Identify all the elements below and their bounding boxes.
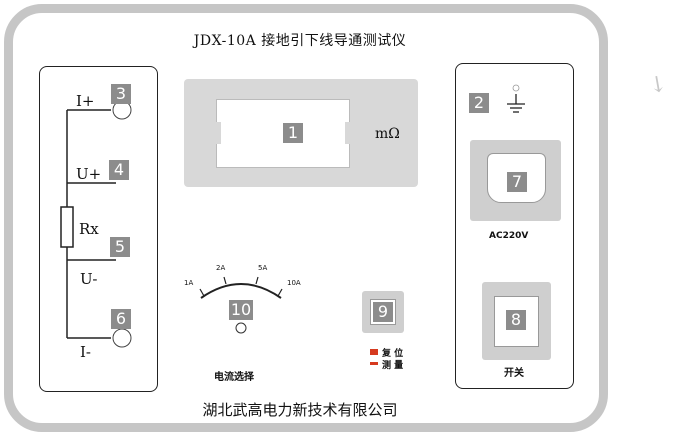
switch-label: 开关: [504, 368, 524, 379]
ground-number: 2: [469, 93, 489, 113]
power-switch[interactable]: 8: [482, 282, 551, 360]
selector-arc: [200, 283, 282, 299]
power-socket-number: 7: [507, 172, 527, 192]
ground-icon: [504, 80, 528, 116]
reset-label: 复 位: [382, 349, 404, 359]
terminal-label-i-minus: I-: [80, 343, 91, 361]
resistor-label: Rx: [79, 220, 99, 238]
current-selector-number[interactable]: 10: [229, 300, 253, 320]
terminal-number-3: 3: [111, 84, 131, 104]
power-label: AC220V: [489, 231, 529, 241]
measure-label: 测 量: [382, 361, 404, 371]
terminal-number-5: 5: [110, 237, 130, 257]
manufacturer-name: 湖北武高电力新技术有限公司: [202, 401, 398, 419]
power-socket[interactable]: 7: [470, 140, 561, 221]
terminal-i-minus: [112, 328, 132, 348]
resistor-symbol: [60, 206, 74, 248]
power-switch-number: 8: [506, 310, 526, 330]
display-window: 1 mΩ: [184, 79, 418, 187]
terminal-number-6: 6: [111, 309, 131, 329]
terminal-box: [39, 66, 158, 392]
terminal-label-i-plus: I+: [76, 92, 95, 110]
current-option-10a: 10A: [287, 279, 301, 287]
terminal-label-u-plus: U+: [76, 165, 102, 183]
reset-button-number: 9: [373, 302, 393, 322]
terminal-label-u-minus: U-: [80, 270, 98, 288]
panel-title: JDX-10A 接地引下线导通测试仪: [193, 33, 407, 49]
current-option-1a: 1A: [184, 279, 194, 287]
current-option-2a: 2A: [216, 264, 226, 272]
power-box: [455, 63, 574, 389]
measure-indicator-icon: [370, 362, 378, 365]
display-screen: 1: [213, 99, 353, 168]
display-unit: mΩ: [375, 126, 400, 142]
selector-knob: [235, 322, 247, 334]
reset-indicator-icon: [370, 349, 378, 355]
current-option-5a: 5A: [258, 264, 268, 272]
reset-button[interactable]: 9: [362, 291, 404, 333]
current-selector-label: 电流选择: [214, 372, 254, 383]
display-number: 1: [283, 123, 303, 143]
terminal-number-4: 4: [109, 160, 129, 180]
